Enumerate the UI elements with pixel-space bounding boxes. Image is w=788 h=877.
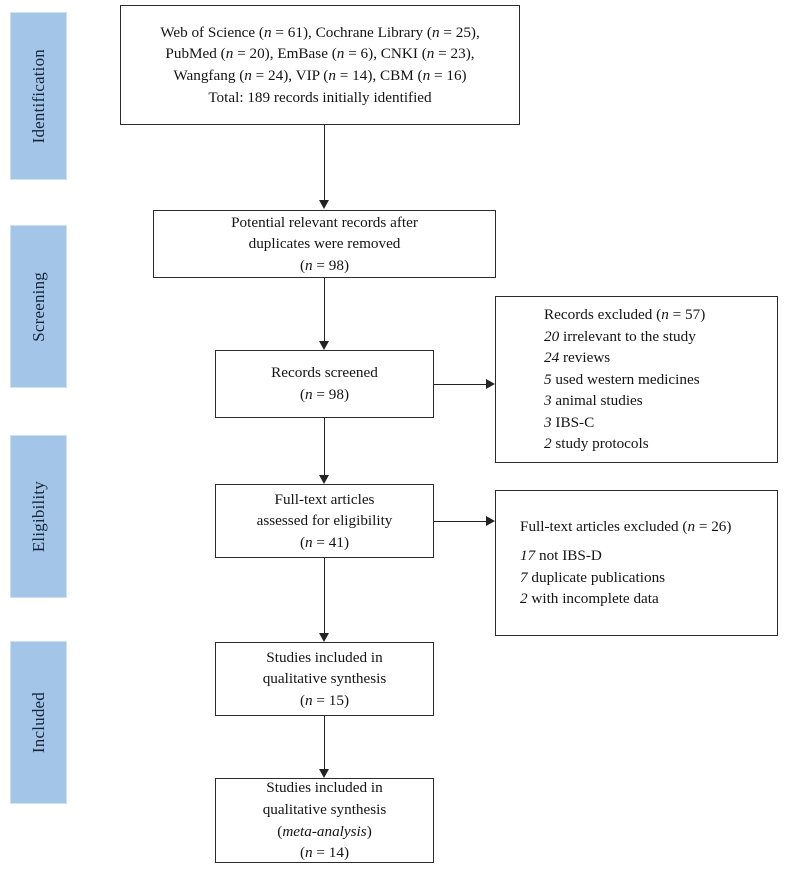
- records-identified-box: Web of Science (n = 61), Cochrane Librar…: [120, 5, 520, 125]
- records-screened-box: Records screened (n = 98): [215, 350, 434, 418]
- records-identified-total: Total: 189 records initially identified: [208, 88, 432, 106]
- after-duplicates-count: (n = 98): [299, 256, 350, 274]
- connector-duplicates-to-screened: [324, 278, 325, 342]
- fulltext-excluded-reason-1: 17 not IBS-D: [520, 545, 602, 567]
- records-excluded-text-6: study protocols: [555, 435, 649, 453]
- after-duplicates-line-1: Potential relevant records after: [231, 213, 418, 231]
- fulltext-assessed-count: (n = 41): [299, 533, 350, 551]
- connector-identified-to-duplicates: [324, 125, 325, 201]
- connector-qualitative-to-meta: [324, 716, 325, 770]
- fulltext-excluded-text-3: with incomplete data: [531, 590, 659, 608]
- connector-screened-to-excluded: [434, 384, 486, 385]
- stage-label-eligibility: Eligibility: [28, 480, 48, 553]
- records-identified-line-1: Web of Science (n = 61), Cochrane Librar…: [160, 23, 480, 41]
- records-excluded-text-1: irrelevant to the study: [562, 327, 696, 345]
- stage-label-identification: Identification: [28, 48, 48, 144]
- meta-analysis-line-1: Studies included in: [266, 779, 383, 797]
- records-identified-line-3: Wangfang (n = 24), VIP (n = 14), CBM (n …: [173, 67, 467, 84]
- records-excluded-count-1: 20: [544, 327, 560, 345]
- qualitative-synthesis-line-2: qualitative synthesis: [262, 670, 387, 688]
- records-excluded-reason-1: 20 irrelevant to the study: [544, 326, 696, 348]
- records-excluded-count-3: 5: [544, 370, 552, 388]
- meta-analysis-count: (n = 14): [299, 844, 350, 862]
- meta-analysis-emphasis: meta-analysis: [282, 822, 367, 840]
- qualitative-synthesis-count: (n = 15): [299, 691, 350, 709]
- stage-label-included: Included: [28, 691, 48, 754]
- records-excluded-text-3: used western medicines: [555, 370, 700, 388]
- records-excluded-reason-3: 5 used western medicines: [544, 369, 700, 391]
- fulltext-excluded-text-2: duplicate publications: [531, 568, 666, 586]
- records-excluded-text-2: reviews: [562, 349, 611, 367]
- fulltext-assessed-box: Full-text articles assessed for eligibil…: [215, 484, 434, 558]
- stage-block-included: Included: [10, 641, 67, 804]
- stage-block-screening: Screening: [10, 225, 67, 388]
- connector-screened-to-fulltext: [324, 418, 325, 476]
- fulltext-excluded-count-3: 2: [520, 590, 528, 608]
- records-excluded-text-4: animal studies: [555, 392, 643, 410]
- stage-label-screening: Screening: [28, 271, 48, 342]
- fulltext-assessed-line-1: Full-text articles: [274, 490, 375, 508]
- arrow-identified-to-duplicates: [319, 200, 329, 209]
- fulltext-excluded-count-1: 17: [520, 546, 536, 564]
- fulltext-excluded-count-2: 7: [520, 568, 528, 586]
- records-excluded-count-5: 3: [544, 413, 552, 431]
- records-after-duplicates-box: Potential relevant records after duplica…: [153, 210, 496, 278]
- records-excluded-text-5: IBS-C: [555, 413, 595, 431]
- records-identified-line-2: PubMed (n = 20), EmBase (n = 6), CNKI (n…: [165, 45, 475, 63]
- records-excluded-reason-5: 3 IBS-C: [544, 412, 594, 434]
- stage-block-identification: Identification: [10, 12, 67, 180]
- records-excluded-reason-2: 24 reviews: [544, 347, 610, 369]
- arrow-qualitative-to-meta: [319, 769, 329, 778]
- records-excluded-reason-6: 2 study protocols: [544, 433, 649, 455]
- meta-analysis-box: Studies included in qualitative synthesi…: [215, 778, 434, 863]
- after-duplicates-line-2: duplicates were removed: [248, 235, 401, 253]
- records-screened-line-1: Records screened: [271, 364, 378, 382]
- meta-analysis-line-3: (meta-analysis): [277, 822, 372, 840]
- qualitative-synthesis-line-1: Studies included in: [266, 648, 383, 666]
- records-excluded-count-6: 2: [544, 435, 552, 453]
- fulltext-assessed-line-2: assessed for eligibility: [256, 512, 393, 530]
- connector-fulltext-to-excluded: [434, 521, 486, 522]
- records-excluded-header: Records excluded (n = 57): [544, 305, 706, 323]
- fulltext-excluded-reason-3: 2 with incomplete data: [520, 588, 659, 610]
- records-excluded-count-4: 3: [544, 392, 552, 410]
- arrow-duplicates-to-screened: [319, 341, 329, 350]
- records-excluded-count-2: 24: [544, 349, 560, 367]
- stage-block-eligibility: Eligibility: [10, 435, 67, 598]
- meta-analysis-line-2: qualitative synthesis: [262, 800, 387, 818]
- arrow-screened-to-fulltext: [319, 475, 329, 484]
- qualitative-synthesis-box: Studies included in qualitative synthesi…: [215, 642, 434, 716]
- records-excluded-box: Records excluded (n = 57) 20 irrelevant …: [495, 296, 778, 463]
- arrow-fulltext-to-excluded: [486, 516, 495, 526]
- arrow-fulltext-to-qualitative: [319, 633, 329, 642]
- records-screened-count: (n = 98): [299, 386, 350, 403]
- fulltext-excluded-text-1: not IBS-D: [538, 546, 602, 564]
- fulltext-excluded-reason-2: 7 duplicate publications: [520, 567, 665, 589]
- fulltext-excluded-header: Full-text articles excluded (n = 26): [520, 518, 732, 536]
- connector-fulltext-to-qualitative: [324, 558, 325, 634]
- arrow-screened-to-excluded: [486, 379, 495, 389]
- fulltext-excluded-box: Full-text articles excluded (n = 26) 17 …: [495, 490, 778, 636]
- records-excluded-reason-4: 3 animal studies: [544, 390, 643, 412]
